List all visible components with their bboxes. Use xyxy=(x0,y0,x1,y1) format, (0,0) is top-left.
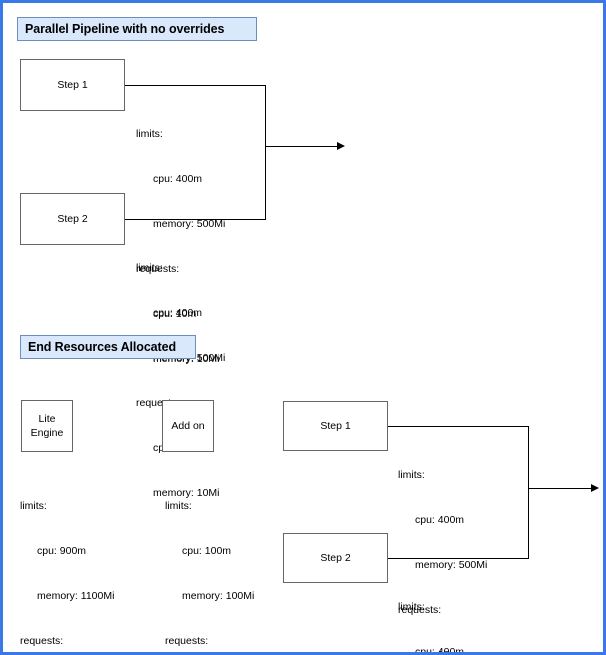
spec-add-on-resources: limits: cpu: 100m memory: 100Mi requests… xyxy=(165,469,255,652)
arrow-head-icon xyxy=(337,141,345,150)
connector-step1-horizontal xyxy=(125,85,266,86)
requests-memory: memory: 10Mi xyxy=(153,487,220,499)
requests-label: requests: xyxy=(136,263,180,275)
limits-cpu: cpu: 900m xyxy=(37,545,87,557)
section-title-end-resources-allocated: End Resources Allocated xyxy=(20,335,196,359)
arrow-head-icon xyxy=(591,483,599,492)
node-parallel-step-1[interactable]: Step 1 xyxy=(20,59,125,111)
limits-cpu: cpu: 100m xyxy=(182,545,232,557)
limits-label: limits: xyxy=(136,128,163,140)
requests-cpu: cpu: 10m xyxy=(153,308,197,320)
requests-cpu: cpu: 10m xyxy=(415,649,459,655)
connector-end-step2-horizontal xyxy=(388,558,529,559)
requests-label: requests: xyxy=(165,635,209,647)
connector-step2-horizontal xyxy=(125,219,266,220)
limits-label: limits: xyxy=(398,469,425,481)
node-label: Add on xyxy=(171,419,205,432)
section-title-parallel-pipeline: Parallel Pipeline with no overrides xyxy=(17,17,257,41)
limits-memory: memory: 1100Mi xyxy=(37,590,115,602)
requests-label: requests: xyxy=(398,604,442,616)
connector-end-step1-horizontal xyxy=(388,426,529,427)
limits-label: limits: xyxy=(165,500,192,512)
limits-cpu: cpu: 400m xyxy=(415,514,465,526)
connector-end-output-arrow-line xyxy=(528,488,595,489)
limits-label: limits: xyxy=(20,500,47,512)
node-lite-engine[interactable]: Lite Engine xyxy=(21,400,73,452)
limits-cpu: cpu: 400m xyxy=(415,646,465,655)
node-label: Step 1 xyxy=(320,419,351,432)
node-end-step-1[interactable]: Step 1 xyxy=(283,401,388,451)
node-label: Step 2 xyxy=(320,551,351,564)
connector-output-arrow-line xyxy=(265,146,341,147)
node-label: Step 2 xyxy=(57,212,88,225)
limits-label: limits: xyxy=(136,262,163,274)
spec-end-step-1-resources: limits: cpu: 400m memory: 500Mi requests… xyxy=(398,438,488,655)
node-end-step-2[interactable]: Step 2 xyxy=(283,533,388,583)
limits-memory: memory: 100Mi xyxy=(182,590,255,602)
limits-memory: memory: 500Mi xyxy=(415,559,488,571)
connector-end-merge-vertical xyxy=(528,426,529,558)
node-parallel-step-2[interactable]: Step 2 xyxy=(20,193,125,245)
limits-memory: memory: 500Mi xyxy=(153,218,226,230)
node-label: Step 1 xyxy=(57,78,88,91)
node-label-line-2: Engine xyxy=(30,427,64,439)
spec-lite-engine-resources: limits: cpu: 900m memory: 1100Mi request… xyxy=(20,469,115,652)
node-add-on[interactable]: Add on xyxy=(162,400,214,452)
spec-end-step-2-resources: limits: cpu: 400m memory: 500Mi requests… xyxy=(398,570,487,655)
node-label-line-1: Lite xyxy=(38,412,56,425)
limits-cpu: cpu: 400m xyxy=(153,307,203,319)
spec-parallel-step-1-resources: limits: cpu: 400m memory: 500Mi requests… xyxy=(136,97,225,397)
connector-merge-vertical xyxy=(265,85,266,219)
requests-label: requests: xyxy=(20,635,64,647)
limits-label: limits: xyxy=(398,601,425,613)
limits-cpu: cpu: 400m xyxy=(153,173,203,185)
